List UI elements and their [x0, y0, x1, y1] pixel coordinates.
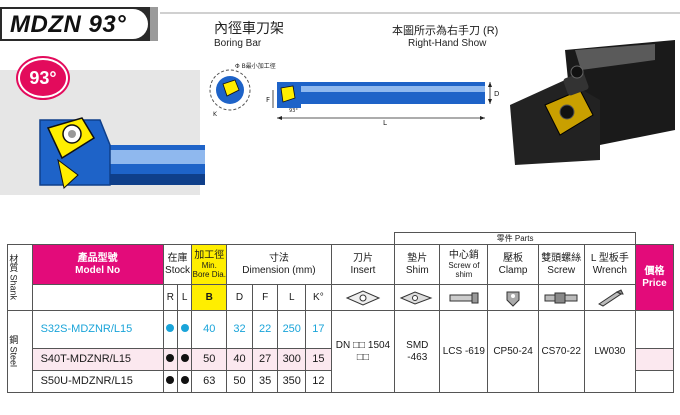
title-cn: 內徑車刀架: [214, 20, 284, 36]
spacer: [8, 233, 395, 245]
dim-d-label: D: [494, 90, 499, 98]
stock-r: [162, 370, 179, 393]
stock-dot-icon: [180, 353, 189, 362]
shim-value: SMD -463: [394, 310, 441, 393]
row-b: 50: [191, 348, 228, 371]
sub-l: L: [177, 284, 193, 311]
stock-l: [177, 370, 193, 393]
dimension-drawing: Φ B最小加工徑 L D F 93° K: [209, 62, 499, 127]
stock-l: [177, 348, 193, 371]
table-row-model: S40T-MDZNR/L15: [31, 348, 164, 371]
header-accent: [150, 7, 158, 41]
insert-value: DN □□ 1504 □□: [330, 310, 396, 393]
shank-header: 材質 Shank: [7, 244, 33, 311]
dim-l-label: L: [383, 119, 387, 127]
model-series-title: MDZN 93°: [10, 11, 127, 38]
note-en: Right-Hand Show: [408, 38, 487, 49]
row-d: 50: [226, 370, 253, 393]
model-sub: [31, 284, 164, 311]
stock-l: [177, 310, 193, 349]
wrench-icon: [583, 284, 636, 311]
dim-k-label: K: [213, 111, 218, 118]
shim-icon: [394, 284, 441, 311]
sub-l2: L: [277, 284, 307, 311]
price-cell: [634, 310, 675, 349]
price-cell: [634, 348, 675, 371]
row-d: 40: [226, 348, 253, 371]
dim-f-label: F: [266, 96, 270, 104]
row-b: 63: [191, 370, 228, 393]
row-k: 17: [305, 310, 332, 349]
row-l: 250: [277, 310, 307, 349]
row-l: 300: [277, 348, 307, 371]
table-row-model: S32S-MDZNR/L15: [31, 310, 164, 349]
stock-dot-icon: [166, 353, 175, 362]
row-l: 350: [277, 370, 307, 393]
parts-header: 零件 Parts: [394, 232, 636, 245]
table-row-model: S50U-MDZNR/L15: [31, 370, 164, 393]
stock-dot-icon: [180, 375, 189, 384]
stock-dot-icon: [166, 323, 175, 332]
sub-b: B: [191, 284, 228, 311]
sub-k: K°: [305, 284, 332, 311]
row-f: 35: [251, 370, 279, 393]
insert-icon: [330, 284, 396, 311]
sub-f: F: [251, 284, 279, 311]
tool-photo: [510, 40, 675, 165]
stock-dot-icon: [180, 323, 189, 332]
row-d: 32: [226, 310, 253, 349]
clamp-icon: [487, 284, 539, 311]
material-cell: 鋼 Steel: [7, 310, 33, 393]
row-f: 22: [251, 310, 279, 349]
screw-shim-icon: [439, 284, 489, 311]
stock-r: [162, 310, 179, 349]
title-en: Boring Bar: [214, 38, 262, 49]
min-bore-label: Φ B最小加工徑: [235, 62, 276, 70]
screw-icon: [537, 284, 585, 311]
angle-badge: 93°: [18, 58, 68, 98]
dim-angle-label: 93°: [289, 108, 298, 114]
wrench-value: LW030: [583, 310, 636, 393]
price-cell: [634, 370, 675, 393]
screw-value: CS70-22: [537, 310, 585, 393]
stock-r: [162, 348, 179, 371]
header-divider: [160, 12, 680, 14]
clamp-value: CP50-24: [487, 310, 539, 393]
note-cn: 本圖所示為右手刀 (R): [392, 25, 499, 37]
spacer: [635, 233, 673, 245]
screw-shim-value: LCS -619: [439, 310, 489, 393]
sub-r: R: [162, 284, 179, 311]
header-title-box: [2, 9, 148, 39]
row-b: 40: [191, 310, 228, 349]
row-k: 12: [305, 370, 332, 393]
row-k: 15: [305, 348, 332, 371]
row-f: 27: [251, 348, 279, 371]
stock-dot-icon: [166, 375, 175, 384]
sub-d: D: [226, 284, 253, 311]
